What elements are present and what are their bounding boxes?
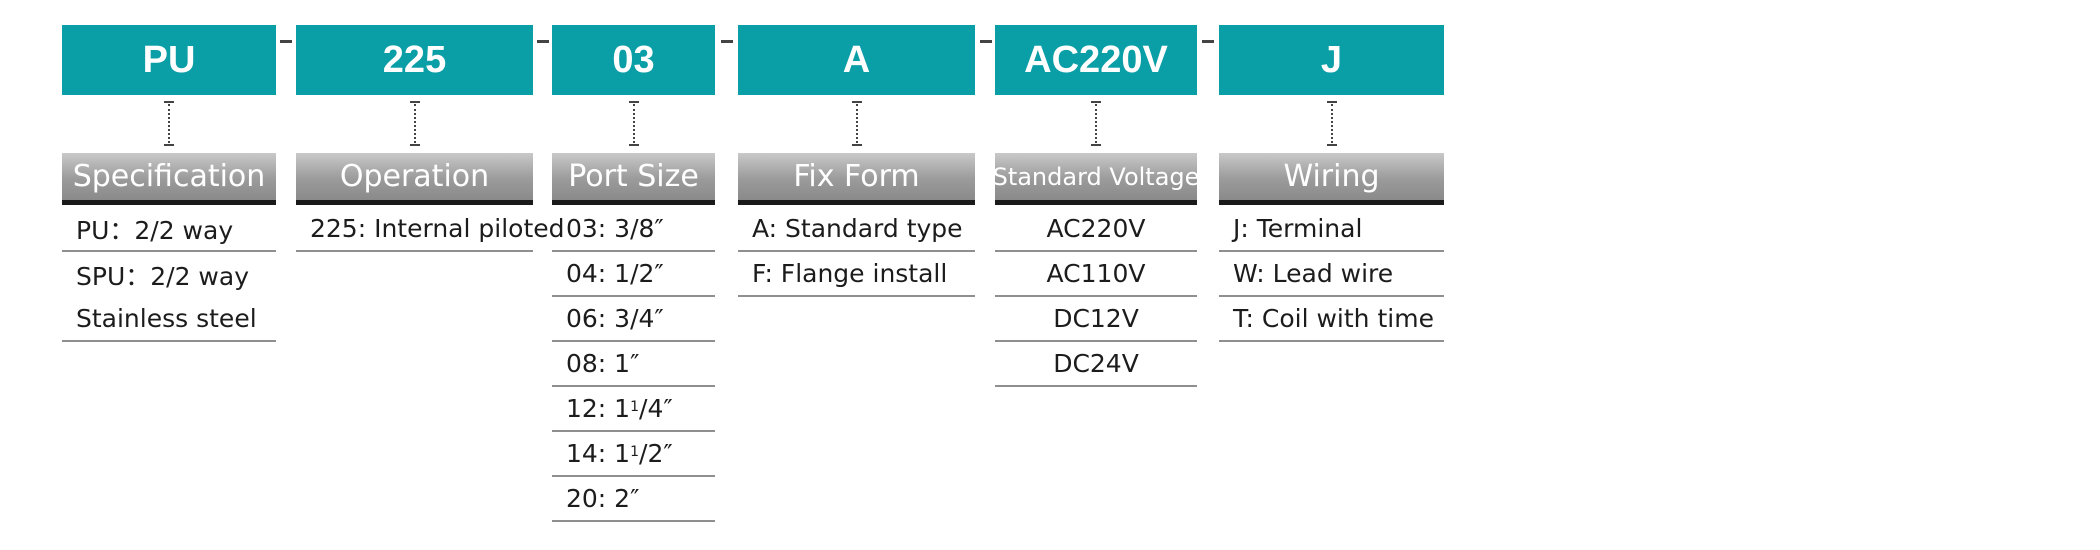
code-box-port-size: 03 <box>552 25 715 95</box>
header-fix-form: Fix Form <box>738 153 975 205</box>
dotted-connector <box>1325 101 1339 146</box>
option-row: W: Lead wire <box>1219 252 1444 297</box>
header-port-size: Port Size <box>552 153 715 205</box>
option-row: T: Coil with time <box>1219 297 1444 342</box>
option-row: 06: 3/4″ <box>552 297 715 342</box>
option-row: A: Standard type <box>738 207 975 252</box>
code-box-wiring: J <box>1219 25 1444 95</box>
header-standard-voltage: Standard Voltage <box>993 153 1199 205</box>
code-box-operation: 225 <box>296 25 533 95</box>
option-row: SPU：2/2 way <box>76 261 249 291</box>
option-list-operation: 225: Internal piloted <box>296 207 565 252</box>
dotted-connector <box>408 101 422 146</box>
header-specification: Specification <box>62 153 276 205</box>
option-row: 08: 1″ <box>552 342 715 387</box>
option-row: Stainless steel <box>62 297 276 342</box>
header-wiring: Wiring <box>1219 153 1444 205</box>
option-row: F: Flange install <box>738 252 975 297</box>
header-operation: Operation <box>296 153 533 205</box>
dotted-connector <box>850 101 864 146</box>
dotted-connector <box>627 101 641 146</box>
separator-dash <box>980 40 992 43</box>
option-row: 03: 3/8″ <box>552 207 715 252</box>
separator-dash <box>537 40 549 43</box>
option-row: J: Terminal <box>1219 207 1444 252</box>
code-box-standard-voltage: AC220V <box>995 25 1197 95</box>
separator-dash <box>721 40 733 43</box>
option-row: DC24V <box>995 342 1197 387</box>
separator-dash <box>1202 40 1214 43</box>
option-row: 04: 1/2″ <box>552 252 715 297</box>
option-row: 20: 2″ <box>552 477 715 522</box>
code-box-specification: PU <box>62 25 276 95</box>
dotted-connector <box>1089 101 1103 146</box>
dotted-connector <box>162 101 176 146</box>
option-row: PU：2/2 way <box>62 207 276 252</box>
option-row: AC220V <box>995 207 1197 252</box>
option-row: 225: Internal piloted <box>296 207 565 252</box>
separator-dash <box>280 40 292 43</box>
option-row: AC110V <box>995 252 1197 297</box>
option-row: DC12V <box>995 297 1197 342</box>
code-box-fix-form: A <box>738 25 975 95</box>
